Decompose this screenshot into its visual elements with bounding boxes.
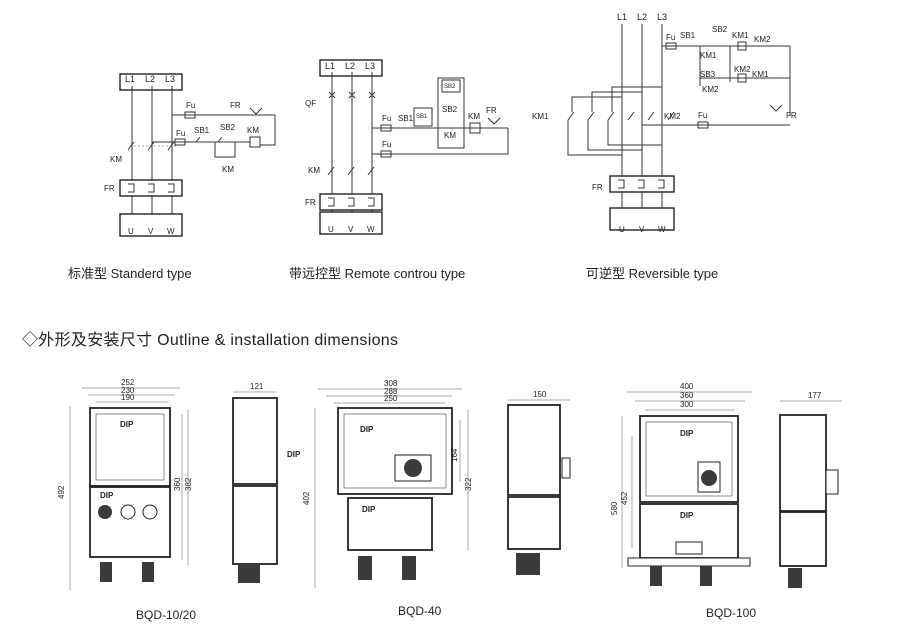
section-heading: ◇外形及安装尺寸 Outline & installation dimensio… xyxy=(22,332,399,349)
svg-text:Fu: Fu xyxy=(186,101,195,110)
svg-text:360: 360 xyxy=(173,477,182,491)
svg-text:KM: KM xyxy=(468,112,480,121)
caption-remote: 带远控型 Remote controu type xyxy=(289,266,466,281)
svg-text:580: 580 xyxy=(610,501,619,515)
svg-text:452: 452 xyxy=(620,491,629,505)
schematic-standard: L1 L2 L3 KM FR U V W Fu FR Fu SB1 SB2 KM… xyxy=(104,73,276,237)
svg-text:L3: L3 xyxy=(657,12,667,22)
svg-text:SB3: SB3 xyxy=(700,70,716,79)
svg-text:KM: KM xyxy=(222,165,234,174)
svg-text:SB2: SB2 xyxy=(712,25,728,34)
km-main-label: KM xyxy=(110,155,122,164)
caption-reversible: 可逆型 Reversible type xyxy=(586,266,719,281)
svg-text:L3: L3 xyxy=(365,61,375,71)
bqd-100-front: 400 360 300 DIP DIP 580 452 xyxy=(610,382,752,586)
svg-text:400: 400 xyxy=(680,382,694,391)
model-label-bqd-40: BQD-40 xyxy=(398,604,442,618)
svg-text:KM2: KM2 xyxy=(734,65,751,74)
svg-text:164: 164 xyxy=(450,448,459,462)
svg-text:382: 382 xyxy=(184,477,193,491)
svg-text:300: 300 xyxy=(680,400,694,409)
svg-text:DIP: DIP xyxy=(680,511,694,520)
svg-text:KM: KM xyxy=(308,166,320,175)
svg-text:Fu: Fu xyxy=(176,129,185,138)
phase-label-l3: L3 xyxy=(165,74,175,84)
svg-text:L2: L2 xyxy=(637,12,647,22)
svg-text:KM: KM xyxy=(247,126,259,135)
svg-text:402: 402 xyxy=(302,491,311,505)
svg-text:308: 308 xyxy=(384,379,398,388)
output-u: U xyxy=(128,227,134,236)
svg-text:DIP: DIP xyxy=(362,505,376,514)
svg-text:177: 177 xyxy=(808,391,822,400)
svg-text:121: 121 xyxy=(250,382,264,391)
svg-text:KM1: KM1 xyxy=(700,51,717,60)
svg-text:SB1: SB1 xyxy=(680,31,696,40)
svg-text:KM1: KM1 xyxy=(752,70,769,79)
svg-text:DIP: DIP xyxy=(680,429,694,438)
svg-text:230: 230 xyxy=(121,386,135,395)
svg-text:KM1: KM1 xyxy=(532,112,549,121)
svg-text:492: 492 xyxy=(57,485,66,499)
phase-terminal-block xyxy=(119,73,183,91)
svg-text:288: 288 xyxy=(384,387,398,396)
svg-text:KM2: KM2 xyxy=(702,85,719,94)
model-label-bqd-100: BQD-100 xyxy=(706,606,757,620)
fr-main-label: FR xyxy=(104,184,115,193)
bqd-10-20-side: 121 DIP xyxy=(232,382,301,583)
svg-text:DIP: DIP xyxy=(360,425,374,434)
svg-text:Fu: Fu xyxy=(666,33,675,42)
svg-text:SB2: SB2 xyxy=(220,123,236,132)
svg-text:Fu: Fu xyxy=(698,111,707,120)
svg-text:SB1: SB1 xyxy=(398,114,414,123)
svg-text:190: 190 xyxy=(121,393,135,402)
svg-text:252: 252 xyxy=(121,378,135,387)
svg-text:SB2: SB2 xyxy=(444,84,456,90)
bqd-100-side: 177 xyxy=(779,391,842,588)
svg-text:322: 322 xyxy=(464,477,473,491)
svg-text:W: W xyxy=(658,225,666,234)
svg-text:FR: FR xyxy=(305,198,316,207)
svg-text:SB1: SB1 xyxy=(194,126,210,135)
svg-text:QF: QF xyxy=(305,99,316,108)
svg-text:V: V xyxy=(348,225,354,234)
output-w: W xyxy=(167,227,175,236)
schematic-remote: L1 L2 L3 QF KM FR U V W Fu SB1 SB1 SB2 S… xyxy=(305,59,509,235)
svg-text:KM: KM xyxy=(444,131,456,140)
svg-text:FR: FR xyxy=(230,101,241,110)
phase-label-l2: L2 xyxy=(145,74,155,84)
svg-text:DIP: DIP xyxy=(120,420,134,429)
svg-text:FR: FR xyxy=(486,106,497,115)
svg-text:SB2: SB2 xyxy=(442,105,458,114)
svg-text:150: 150 xyxy=(533,390,547,399)
phase-label-l1: L1 xyxy=(125,74,135,84)
svg-text:KM2: KM2 xyxy=(754,35,771,44)
svg-text:V: V xyxy=(639,225,645,234)
svg-text:KM1: KM1 xyxy=(732,31,749,40)
svg-text:L1: L1 xyxy=(617,12,627,22)
svg-text:DIP: DIP xyxy=(100,491,114,500)
svg-text:SB1: SB1 xyxy=(416,114,428,120)
svg-text:Fu: Fu xyxy=(382,140,391,149)
bqd-10-20-front: 252 230 190 DIP DIP 492 360 382 xyxy=(57,378,193,590)
model-label-bqd-10-20: BQD-10/20 xyxy=(136,608,197,622)
svg-text:L1: L1 xyxy=(325,61,335,71)
svg-text:KM2: KM2 xyxy=(664,112,681,121)
svg-text:250: 250 xyxy=(384,394,398,403)
svg-text:FR: FR xyxy=(592,183,603,192)
schematic-reversible: L1 L2 L3 KM1 KM2 FR U V W Fu SB1 SB2 KM1… xyxy=(532,12,797,234)
output-v: V xyxy=(148,227,154,236)
svg-text:W: W xyxy=(367,225,375,234)
caption-standard: 标准型 Standerd type xyxy=(68,266,192,281)
svg-text:360: 360 xyxy=(680,391,694,400)
svg-text:L2: L2 xyxy=(345,61,355,71)
svg-text:U: U xyxy=(328,225,334,234)
svg-text:Fu: Fu xyxy=(382,114,391,123)
svg-text:FR: FR xyxy=(786,111,797,120)
svg-text:U: U xyxy=(619,225,625,234)
bqd-40-front: 308 288 250 DIP DIP 402 164 322 xyxy=(302,379,473,588)
bqd-40-side: 150 xyxy=(507,390,571,575)
svg-text:DIP: DIP xyxy=(287,450,301,459)
